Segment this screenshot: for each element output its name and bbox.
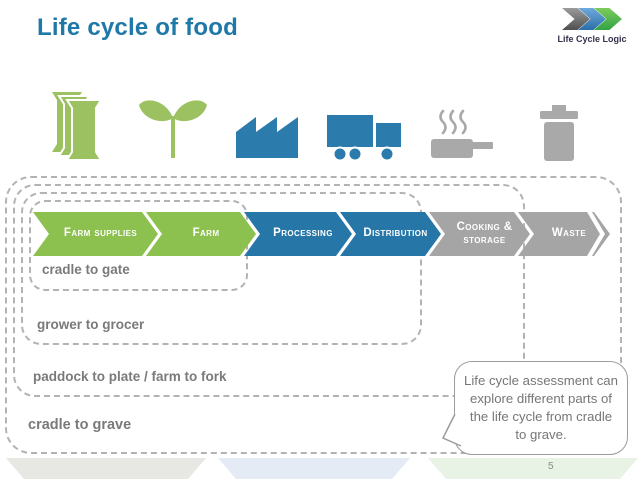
life-cycle-logic-logo: Life Cycle Logic: [552, 8, 632, 50]
footer-band-blue: [218, 458, 410, 479]
logo-chevrons-icon: [552, 8, 632, 31]
footer-band-green: [428, 458, 638, 479]
stage-processing: Processing: [244, 212, 352, 256]
logo-text: Life Cycle Logic: [557, 34, 627, 44]
scope-label-paddock-to-plate: paddock to plate / farm to fork: [33, 369, 227, 384]
truck-icon: [327, 115, 401, 162]
factory-icon: [236, 117, 298, 158]
scope-box-grower-to-grocer: [21, 192, 422, 345]
stage-farm-supplies: Farm supplies: [33, 212, 158, 256]
seedling-icon: [139, 100, 207, 158]
page-number: 5: [548, 461, 554, 472]
scope-label-cradle-to-gate: cradle to gate: [42, 262, 130, 277]
footer-band-grey: [6, 458, 206, 479]
logo-chevron-green-icon: [594, 8, 622, 30]
cooking-pot-icon: [431, 109, 493, 158]
stage-cooking-storage: Cooking & storage: [429, 212, 530, 256]
stage-farm: Farm: [146, 212, 256, 256]
callout-bubble: Life cycle assessment can explore differ…: [441, 361, 628, 455]
scope-box-cradle-to-grave: [5, 176, 622, 454]
logo-chevron-grey-icon: [562, 8, 590, 30]
page-title: Life cycle of food: [37, 14, 238, 41]
scope-label-cradle-to-grave: cradle to grave: [28, 417, 132, 433]
stage-waste: Waste: [518, 212, 610, 256]
logo-chevron-blue-icon: [578, 8, 606, 30]
supply-sacks-icon: [52, 92, 103, 161]
trash-can-icon: [540, 105, 578, 161]
life-cycle-stage-band: Farm supplies Farm Processing Distributi…: [33, 212, 610, 256]
scope-label-grower-to-grocer: grower to grocer: [37, 317, 145, 332]
callout-tail-icon: [441, 413, 462, 447]
scope-box-paddock-to-plate: [13, 184, 525, 397]
stage-distribution: Distribution: [340, 212, 441, 256]
callout-text: Life cycle assessment can explore differ…: [464, 373, 618, 442]
